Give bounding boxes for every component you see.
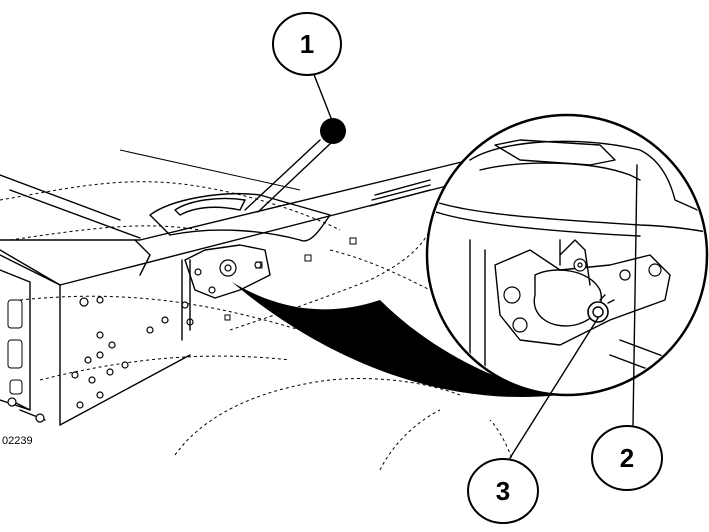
figure-id: 02239 — [2, 435, 33, 447]
detail-magnifier-circle — [425, 113, 709, 397]
callout-number: 2 — [620, 443, 634, 473]
seat-latch-lever — [134, 118, 346, 341]
callout-3[interactable]: 3 — [467, 458, 539, 524]
callout-number: 3 — [496, 476, 510, 506]
callout-number: 1 — [300, 29, 314, 59]
callout-circle-icon — [467, 458, 539, 524]
lever-knob — [320, 118, 346, 144]
detail-pointer — [232, 282, 560, 398]
callout-2[interactable]: 2 — [591, 425, 663, 491]
callout-circle-icon — [272, 12, 342, 76]
callout-1[interactable]: 1 — [272, 12, 342, 76]
chassis-frame — [0, 149, 471, 426]
leader-lines — [312, 71, 638, 459]
callout-circle-icon — [591, 425, 663, 491]
